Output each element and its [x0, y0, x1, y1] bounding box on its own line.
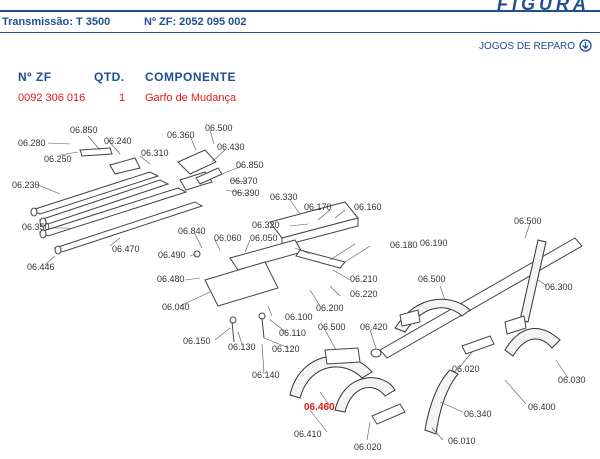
label-06230: 06.230	[12, 180, 40, 190]
label-06500: 06.500	[205, 123, 233, 133]
label-06460-highlighted: 06.460	[304, 402, 335, 413]
label-06480: 06.480	[157, 274, 185, 284]
label-06500: 06.500	[318, 322, 346, 332]
transmission-label: Transmissão: T 3500	[2, 16, 111, 28]
zf-number-label: Nº ZF: 2052 095 002	[144, 16, 247, 28]
interlock-block	[193, 201, 359, 343]
shift-rods	[30, 147, 223, 255]
label-06400: 06.400	[528, 402, 556, 412]
label-06060: 06.060	[214, 233, 242, 243]
label-06150: 06.150	[183, 336, 211, 346]
label-06430: 06.430	[217, 142, 245, 152]
qty-column-header: QTD.	[94, 70, 125, 84]
label-06420: 06.420	[360, 322, 388, 332]
label-06210: 06.210	[350, 274, 378, 284]
label-06250: 06.250	[44, 154, 72, 164]
label-06390: 06.390	[232, 188, 260, 198]
label-06140: 06.140	[252, 370, 280, 380]
label-06850: 06.850	[236, 160, 264, 170]
header-rule	[0, 10, 600, 12]
label-06130: 06.130	[228, 342, 256, 352]
label-06350: 06.350	[22, 222, 50, 232]
label-06240: 06.240	[104, 136, 132, 146]
label-06330: 06.330	[270, 192, 298, 202]
label-06470: 06.470	[112, 244, 140, 254]
label-06180: 06.180	[390, 240, 418, 250]
repair-kits-link[interactable]: JOGOS DE REPARO	[479, 41, 575, 52]
label-06500: 06.500	[514, 216, 542, 226]
label-06280: 06.280	[18, 138, 46, 148]
part-labels: 06.850 06.280 06.240 06.250 06.310 06.36…	[12, 123, 586, 452]
label-06190: 06.190	[420, 238, 448, 248]
exploded-parts-diagram: 06.850 06.280 06.240 06.250 06.310 06.36…	[12, 123, 586, 452]
label-06200: 06.200	[316, 303, 344, 313]
label-06020: 06.020	[452, 364, 480, 374]
label-06040: 06.040	[162, 302, 190, 312]
label-06220: 06.220	[350, 289, 378, 299]
component-column-header: COMPONENTE	[145, 70, 237, 84]
label-06030: 06.030	[558, 375, 586, 385]
zf-column-header: Nº ZF	[18, 70, 52, 84]
label-06340: 06.340	[464, 409, 492, 419]
label-06490: 06.490	[158, 250, 186, 260]
row-component: Garfo de Mudança	[145, 92, 237, 104]
label-06020: 06.020	[354, 442, 382, 452]
figura-title: FIGURA	[497, 0, 590, 14]
label-06410: 06.410	[294, 429, 322, 439]
label-06840: 06.840	[178, 226, 206, 236]
label-06850: 06.850	[70, 125, 98, 135]
label-06160: 06.160	[354, 202, 382, 212]
label-06050: 06.050	[250, 233, 278, 243]
label-06170: 06.170	[304, 202, 332, 212]
label-06110: 06.110	[279, 328, 306, 338]
label-06320: 06.320	[252, 220, 280, 230]
label-06010: 06.010	[448, 436, 476, 446]
row-quantity: 1	[119, 92, 126, 104]
label-06100: 06.100	[285, 312, 313, 322]
label-06360: 06.360	[167, 130, 195, 140]
label-06446: 06.446	[27, 262, 55, 272]
leader-lines	[35, 129, 569, 441]
arrow-down-circle-icon[interactable]	[579, 39, 592, 52]
header-separator	[0, 32, 600, 33]
label-06300: 06.300	[545, 282, 573, 292]
label-06310: 06.310	[141, 148, 169, 158]
label-06370: 06.370	[230, 176, 258, 186]
label-06120: 06.120	[272, 344, 300, 354]
shift-forks	[289, 239, 561, 435]
row-zf-number: 0092 306 016	[18, 92, 86, 104]
label-06500: 06.500	[418, 274, 446, 284]
